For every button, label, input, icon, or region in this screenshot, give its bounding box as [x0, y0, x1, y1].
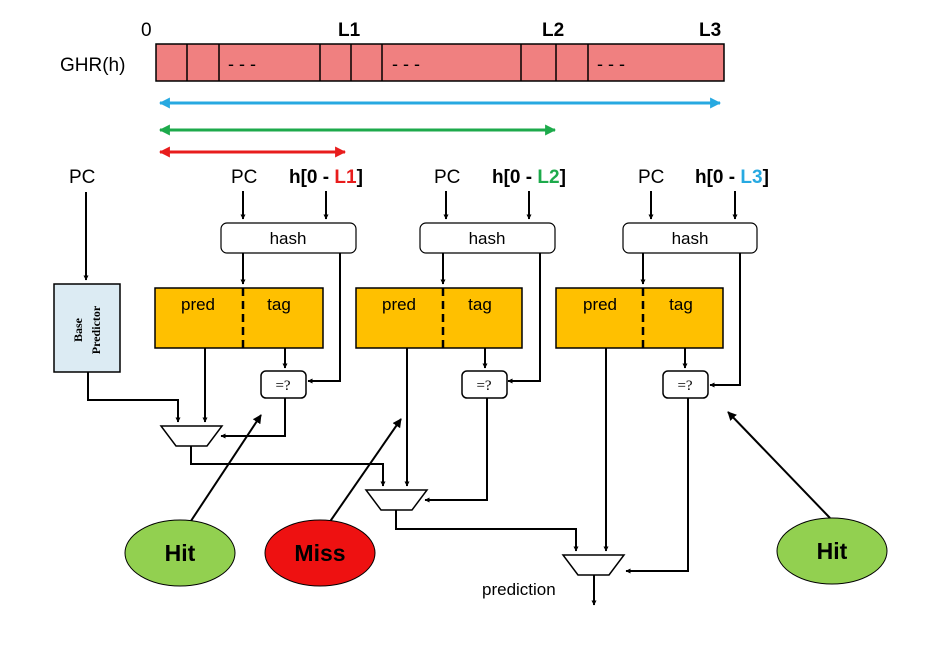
t2-hash-label: hash [469, 229, 506, 248]
hit-label-1: Hit [165, 540, 196, 566]
t1-history-label: h[0 - L1] [289, 167, 363, 188]
t3-pc-label: PC [638, 167, 664, 188]
hit1-arrow [180, 414, 262, 537]
t2-compare-label: =? [476, 378, 491, 394]
mux-1 [159, 425, 224, 447]
t1-tag-label: tag [267, 295, 291, 314]
t3-pred-label: pred [583, 295, 617, 314]
miss-arrow [319, 418, 402, 537]
t2-pc-label: PC [434, 167, 460, 188]
base-predictor-line2: Predictor [89, 305, 103, 354]
t1-compare-label: =? [275, 378, 290, 394]
mux-2 [364, 489, 429, 511]
tagged-table-t3: PC h[0 - L3] hash pred tag =? [555, 167, 769, 574]
ghr-mark-l1: L1 [338, 20, 361, 41]
ghr-mark-0: 0 [141, 20, 152, 41]
miss-label: Miss [294, 540, 345, 566]
t1-compare-box [260, 370, 307, 399]
t2-history-label: h[0 - L2] [492, 167, 566, 188]
miss-badge [264, 519, 376, 587]
t3-tag-label: tag [669, 295, 693, 314]
hit-badge-3 [776, 517, 888, 585]
t2-compare-box [461, 370, 508, 399]
ghr-dots-1: - - - [228, 54, 256, 74]
prediction-label: prediction [482, 580, 556, 599]
tagged-table-t2: PC h[0 - L2] hash pred tag =? [355, 167, 566, 503]
hit3-arrow [727, 411, 831, 519]
ghr-dots-2: - - - [392, 54, 420, 74]
t3-hash-label: hash [672, 229, 709, 248]
base-predictor: PC Base Predictor [53, 167, 181, 423]
tagged-table-t1: PC h[0 - L1] hash pred tag =? [154, 167, 363, 439]
hit-label-3: Hit [817, 538, 848, 564]
base-pc-label: PC [69, 167, 95, 188]
ghr-label: GHR(h) [60, 55, 125, 76]
ghr-mark-l3: L3 [699, 20, 721, 41]
ghr-register: GHR(h) 0 L1 L2 L3 - - - - - - - - - [60, 20, 725, 82]
t3-compare-label: =? [677, 378, 692, 394]
t1-hash-label: hash [270, 229, 307, 248]
t2-table [355, 287, 523, 349]
t1-pred-label: pred [181, 295, 215, 314]
base-predictor-line1: Base [71, 317, 85, 342]
t2-tag-label: tag [468, 295, 492, 314]
t2-hash-box [419, 222, 556, 254]
t3-table [555, 287, 724, 349]
base-predictor-box [53, 283, 121, 373]
t1-table [154, 287, 324, 349]
t1-pc-label: PC [231, 167, 257, 188]
mux-3 [561, 554, 626, 576]
t3-compare-box [662, 370, 709, 399]
t2-pred-label: pred [382, 295, 416, 314]
ghr-mark-l2: L2 [542, 20, 564, 41]
t3-history-label: h[0 - L3] [695, 167, 769, 188]
ghr-bar [155, 43, 725, 82]
hit-badge-1 [124, 519, 236, 587]
t1-hash-box [220, 222, 357, 254]
ghr-dots-3: - - - [597, 54, 625, 74]
t3-hash-box [622, 222, 758, 254]
